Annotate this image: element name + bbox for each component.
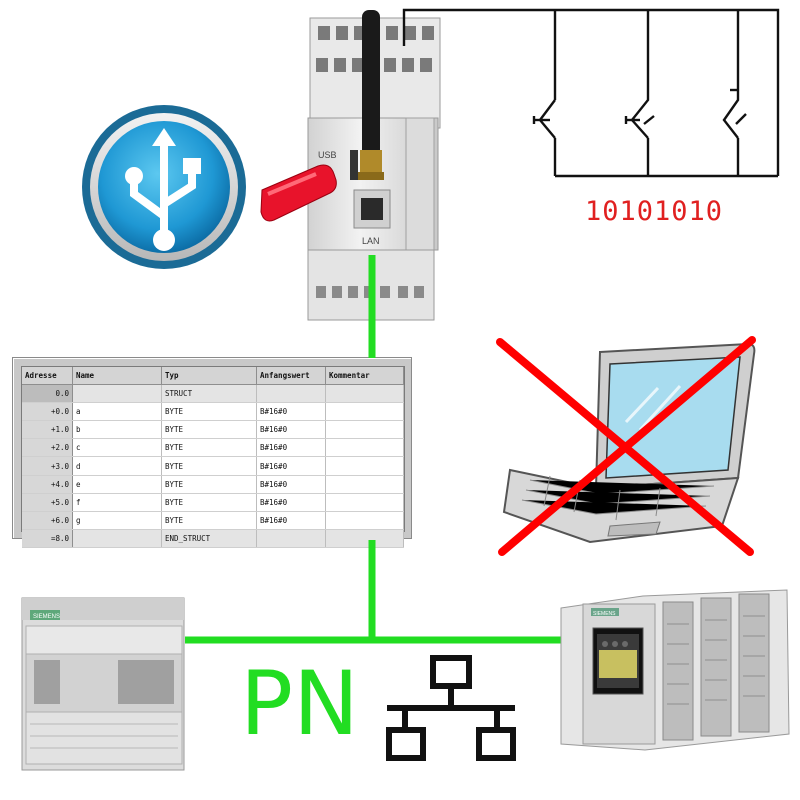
cell-address: =8.0 [22,529,73,548]
cell-address: 0.0 [22,384,73,404]
pn-label: PN [240,652,359,755]
cell-address: +4.0 [22,475,73,494]
usb-dongle [260,164,337,222]
cell-type: BYTE [161,438,257,458]
switch-schematic [402,8,780,178]
cell-type: BYTE [161,420,257,440]
cell-type: BYTE [161,402,257,422]
usb-port-label: USB [318,150,337,160]
table-row: +6.0 g BYTE B#16#0 [22,511,404,530]
table-row: =8.0 END_STRUCT [22,529,404,548]
col-header-type: Typ [161,367,257,386]
cell-type: BYTE [161,493,257,512]
cell-initial-value [256,529,326,548]
col-header-initial-value: Anfangswert [256,367,326,386]
laptop-crossed-out [496,336,756,556]
cell-name [72,529,162,548]
cell-initial-value: B#16#0 [256,493,326,512]
table-row: +1.0 b BYTE B#16#0 [22,420,404,440]
plc-large: SIEMENS [560,589,790,751]
cell-name: g [72,511,162,530]
cell-address: +3.0 [22,456,73,476]
cell-type: BYTE [161,456,257,476]
cell-name: a [72,402,162,422]
cell-comment [325,493,404,512]
cell-comment [325,511,404,530]
usb-icon [82,105,246,269]
cell-name: d [72,456,162,476]
cell-name: b [72,420,162,440]
cell-initial-value: B#16#0 [256,511,326,530]
cell-address: +5.0 [22,493,73,512]
cell-address: +2.0 [22,438,73,458]
cell-comment [325,456,404,476]
col-header-comment: Kommentar [325,367,404,386]
cell-initial-value: B#16#0 [256,402,326,422]
cell-comment [325,420,404,440]
cell-type: STRUCT [161,384,257,404]
cell-address: +6.0 [22,511,73,530]
table-row: +4.0 e BYTE B#16#0 [22,475,404,494]
gateway-device: USB LAN [307,10,441,321]
lan-port-label: LAN [362,236,380,246]
network-topology-icon [386,655,516,761]
table-row: +0.0 a BYTE B#16#0 [22,402,404,422]
table-row: +3.0 d BYTE B#16#0 [22,456,404,476]
plc-large-brand: SIEMENS [593,611,616,617]
cell-type: BYTE [161,475,257,494]
plc-small: SIEMENS [21,597,185,771]
cell-initial-value: B#16#0 [256,420,326,440]
table-row: 0.0 STRUCT [22,384,404,404]
cell-name [72,384,162,404]
plc-small-brand: SIEMENS [33,614,60,620]
data-block-table: Adresse Name Typ Anfangswert Kommentar 0… [12,357,412,548]
col-header-address: Adresse [22,367,73,386]
cell-initial-value: B#16#0 [256,456,326,476]
table-row: +2.0 c BYTE B#16#0 [22,438,404,458]
cross-icon [496,336,756,556]
cell-address: +1.0 [22,420,73,440]
cell-initial-value: B#16#0 [256,438,326,458]
cell-comment [325,529,404,548]
cell-initial-value [256,384,326,404]
cell-comment [325,384,404,404]
cell-name: e [72,475,162,494]
cell-initial-value: B#16#0 [256,475,326,494]
cell-comment [325,475,404,494]
cell-name: c [72,438,162,458]
cell-type: BYTE [161,511,257,530]
cell-comment [325,402,404,422]
col-header-name: Name [72,367,162,386]
cell-type: END_STRUCT [161,529,257,548]
switch-code-label: 10101010 [585,196,724,227]
cell-name: f [72,493,162,512]
cell-address: +0.0 [22,402,73,422]
cell-comment [325,438,404,458]
table-row: +5.0 f BYTE B#16#0 [22,493,404,512]
